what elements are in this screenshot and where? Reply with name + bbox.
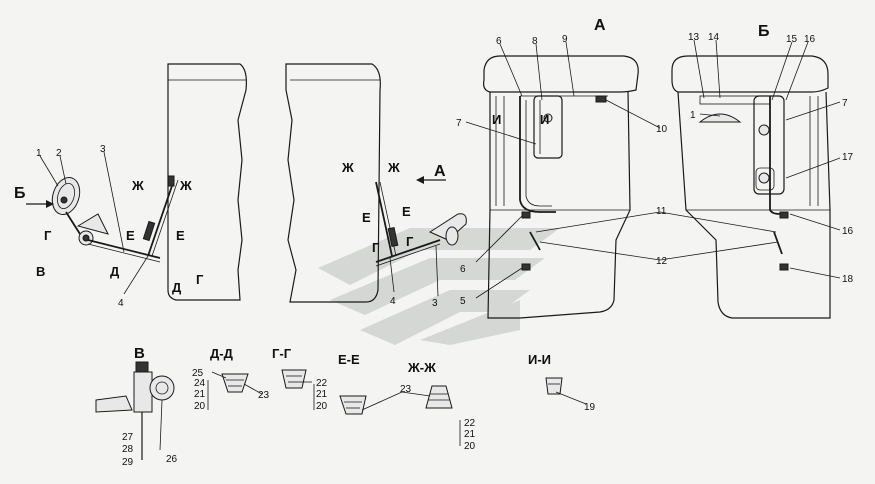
part-number: 16: [842, 226, 854, 237]
part-number: 20: [316, 401, 328, 412]
part-number: 6: [460, 264, 466, 275]
arrow-a-label: А: [434, 163, 446, 180]
part-number: 7: [456, 118, 462, 129]
cab-view-b: [671, 55, 831, 319]
part-number: 4: [390, 296, 396, 307]
mirror-assembly-middle: [375, 181, 467, 267]
cut-mark-zh: Ж: [131, 178, 144, 193]
part-number: 23: [258, 390, 270, 401]
arrow-b-label: Б: [14, 185, 26, 202]
section-e-e-label: Е-Е: [338, 352, 360, 367]
section-d-d-graphic: [221, 373, 249, 393]
section-zh-zh-graphic: [425, 385, 453, 409]
cut-mark-i: И: [492, 112, 501, 127]
part-number-labels: 1 2 3 4 4 3 6 8 9 10 7 6 5 11 12 13 14 1…: [36, 32, 854, 468]
part-number: 21: [316, 389, 328, 400]
cut-mark-d: Д: [172, 280, 182, 295]
part-number: 20: [464, 441, 476, 452]
cut-mark-e: Е: [362, 210, 371, 225]
logo-watermark-icon: [318, 228, 560, 345]
view-a-label: А: [594, 17, 606, 34]
mirror-assembly-left: [51, 175, 179, 263]
part-number: 19: [584, 402, 596, 413]
part-number: 10: [656, 124, 668, 135]
cab-panel-left: [167, 63, 247, 301]
part-number: 24: [194, 378, 206, 389]
part-number: 22: [464, 418, 476, 429]
cut-mark-v: В: [36, 264, 45, 279]
part-number: 20: [194, 401, 206, 412]
part-number: 26: [166, 454, 178, 465]
cut-mark-e: Е: [402, 204, 411, 219]
part-number: 11: [656, 206, 667, 217]
cut-mark-g: Г: [44, 228, 52, 243]
cab-panel-middle: [285, 63, 381, 303]
part-number: 7: [842, 98, 848, 109]
section-e-e-graphic: [339, 395, 367, 415]
part-number: 12: [656, 256, 668, 267]
part-number: 27: [122, 432, 134, 443]
part-number: 25: [192, 368, 204, 379]
section-zh-zh-label: Ж-Ж: [407, 360, 436, 375]
part-number: 8: [532, 36, 538, 47]
cut-mark-i: И: [540, 112, 549, 127]
part-number: 4: [118, 298, 124, 309]
cut-mark-g: Г: [196, 272, 204, 287]
cut-mark-zh: Ж: [179, 178, 192, 193]
view-arrow-b: [26, 200, 54, 208]
part-number: 23: [400, 384, 412, 395]
cut-mark-zh: Ж: [341, 160, 354, 175]
part-number: 15: [786, 34, 798, 45]
part-number: 9: [562, 34, 568, 45]
part-number: 21: [194, 389, 206, 400]
part-number: 22: [316, 378, 328, 389]
part-number: 14: [708, 32, 720, 43]
cut-mark-g: Г: [406, 234, 414, 249]
detail-v: [95, 361, 175, 460]
leader-lines: [39, 39, 841, 451]
section-g-g-label: Г-Г: [272, 346, 292, 361]
cab-view-a: [483, 55, 639, 319]
part-number: 18: [842, 274, 854, 285]
part-number: 1: [690, 110, 696, 121]
part-number: 5: [460, 296, 466, 307]
part-number: 21: [464, 429, 476, 440]
cut-mark-g: Г: [372, 240, 380, 255]
cut-mark-zh: Ж: [387, 160, 400, 175]
view-v-label: В: [134, 345, 145, 362]
part-number: 28: [122, 444, 134, 455]
part-number: 13: [688, 32, 700, 43]
cut-mark-e: Е: [176, 228, 185, 243]
part-number: 1: [36, 148, 42, 159]
part-number: 6: [496, 36, 502, 47]
part-number: 3: [432, 298, 438, 309]
view-b-label: Б: [758, 23, 770, 40]
part-number: 3: [100, 144, 106, 155]
section-d-d-label: Д-Д: [210, 346, 234, 361]
part-number: 2: [56, 148, 62, 159]
section-i-i-graphic: [545, 377, 563, 395]
part-number: 17: [842, 152, 854, 163]
section-g-g-graphic: [281, 369, 307, 389]
part-number: 16: [804, 34, 816, 45]
cut-mark-d: Д: [110, 264, 120, 279]
view-arrow-a: [416, 176, 446, 184]
section-i-i-label: И-И: [528, 352, 551, 367]
cut-mark-e: Е: [126, 228, 135, 243]
part-number: 29: [122, 457, 134, 468]
